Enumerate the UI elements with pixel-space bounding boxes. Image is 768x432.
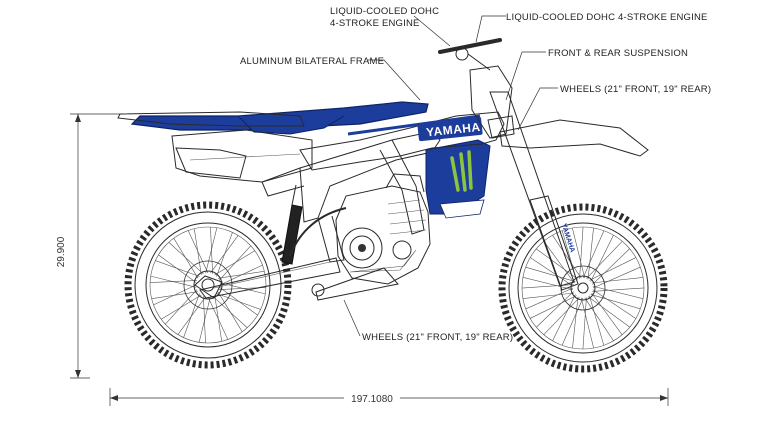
callout-wheels-top-label: WHEELS (21" FRONT, 19" REAR) [560,84,711,95]
wheel-spoke [530,257,574,287]
wheel-spoke [592,289,636,319]
wheel-spoke [165,289,198,325]
fuel-tank: YAMAHA [299,111,505,171]
wheel-spoke [522,292,575,299]
wheel-spoke [187,230,209,274]
callout-wheels-bottom: WHEELS (21" FRONT, 19" REAR) [343,299,513,343]
monster-logo-icon [450,150,473,192]
length-dimension: 197.1080 [109,388,669,406]
wheel-spoke [592,266,641,289]
front-fender [499,119,649,157]
wheel-spoke [216,293,261,310]
callout-frame-label: ALUMINUM BILATERAL FRAME [240,56,384,67]
tank-logo: YAMAHA [426,120,482,140]
rear-fender [117,111,305,127]
callout-wheels-top: WHEELS (21" FRONT, 19" REAR) [517,84,711,131]
wheel-spoke [591,292,623,335]
callout-engine-left: LIQUID-COOLED DOHC 4-STROKE ENGINE [330,6,451,47]
wheel-spoke [543,241,575,284]
wheel-spoke [572,296,579,349]
wheel-spoke [582,297,587,350]
engine [311,173,431,301]
front-wheel [498,203,668,373]
height-dimension: 29.900 [56,113,120,379]
seat [130,101,429,135]
wheel-spoke [212,295,248,328]
wheel-spoke [580,297,594,349]
wheel-spoke [203,296,206,343]
callout-engine-right: LIQUID-COOLED DOHC 4-STROKE ENGINE [475,12,708,43]
wheel-spoke [525,287,574,310]
wheel-spoke [219,282,266,295]
callout-frame: ALUMINUM BILATERAL FRAME [240,56,421,101]
callout-engine-left-line1: LIQUID-COOLED DOHC [330,6,439,17]
wheel-spoke [591,277,644,284]
wheel-spoke [210,227,213,274]
rear-wheel [124,201,292,369]
aluminum-frame [261,131,441,263]
wheel-spoke [590,294,641,310]
exhaust [175,147,347,257]
wheel-spoke [153,284,197,306]
wheel-spoke [522,277,574,291]
swingarm [194,257,341,299]
wheel-spoke [552,294,576,341]
wheel-spoke [216,232,233,277]
wheel-spoke [592,287,645,292]
wheel-spoke [168,242,204,275]
wheel-spoke [592,248,630,285]
wheel-spoke [587,296,630,328]
callout-wheels-bottom-label: WHEELS (21" FRONT, 19" REAR) [362,332,513,343]
wheel-spoke [572,227,586,279]
wheel-spoke [589,257,636,281]
wheel-spoke [155,260,200,277]
height-dimension-label: 29.900 [56,236,67,267]
wheel-spoke [584,297,614,341]
wheel-spoke [525,266,576,282]
wheel-spoke [183,293,200,338]
length-dimension-label: 197.1080 [351,394,393,405]
wheel-spoke [543,297,580,335]
wheel-spoke [207,296,229,340]
wheel-spoke [521,284,574,289]
radiator-shroud [425,139,491,219]
handlebar [438,38,502,71]
wheel-spoke [589,295,605,346]
callout-suspension-label: FRONT & REAR SUSPENSION [548,48,688,59]
wheel-spoke [587,227,594,280]
wheel-spoke [561,297,584,346]
wheel-spoke [582,230,605,279]
wheel-spoke [586,241,623,279]
wheel-spoke [150,280,197,283]
wheel-spoke [536,291,574,328]
wheel-spoke [218,245,251,281]
side-panel [171,129,313,183]
wheel-spoke [579,226,584,279]
wheel-spoke [217,270,265,279]
front-fork: YAMAHA [487,91,579,291]
callout-engine-left-line2: 4-STROKE ENGINE [330,18,420,29]
wheel-spoke [552,235,582,279]
wheel-spoke [592,285,644,299]
front-number-plate [469,65,513,139]
wheel-spoke [590,235,614,282]
callout-suspension: FRONT & REAR SUSPENSION [505,48,688,101]
callout-engine-right-label: LIQUID-COOLED DOHC 4-STROKE ENGINE [506,12,708,23]
wheel-spoke [530,295,577,319]
